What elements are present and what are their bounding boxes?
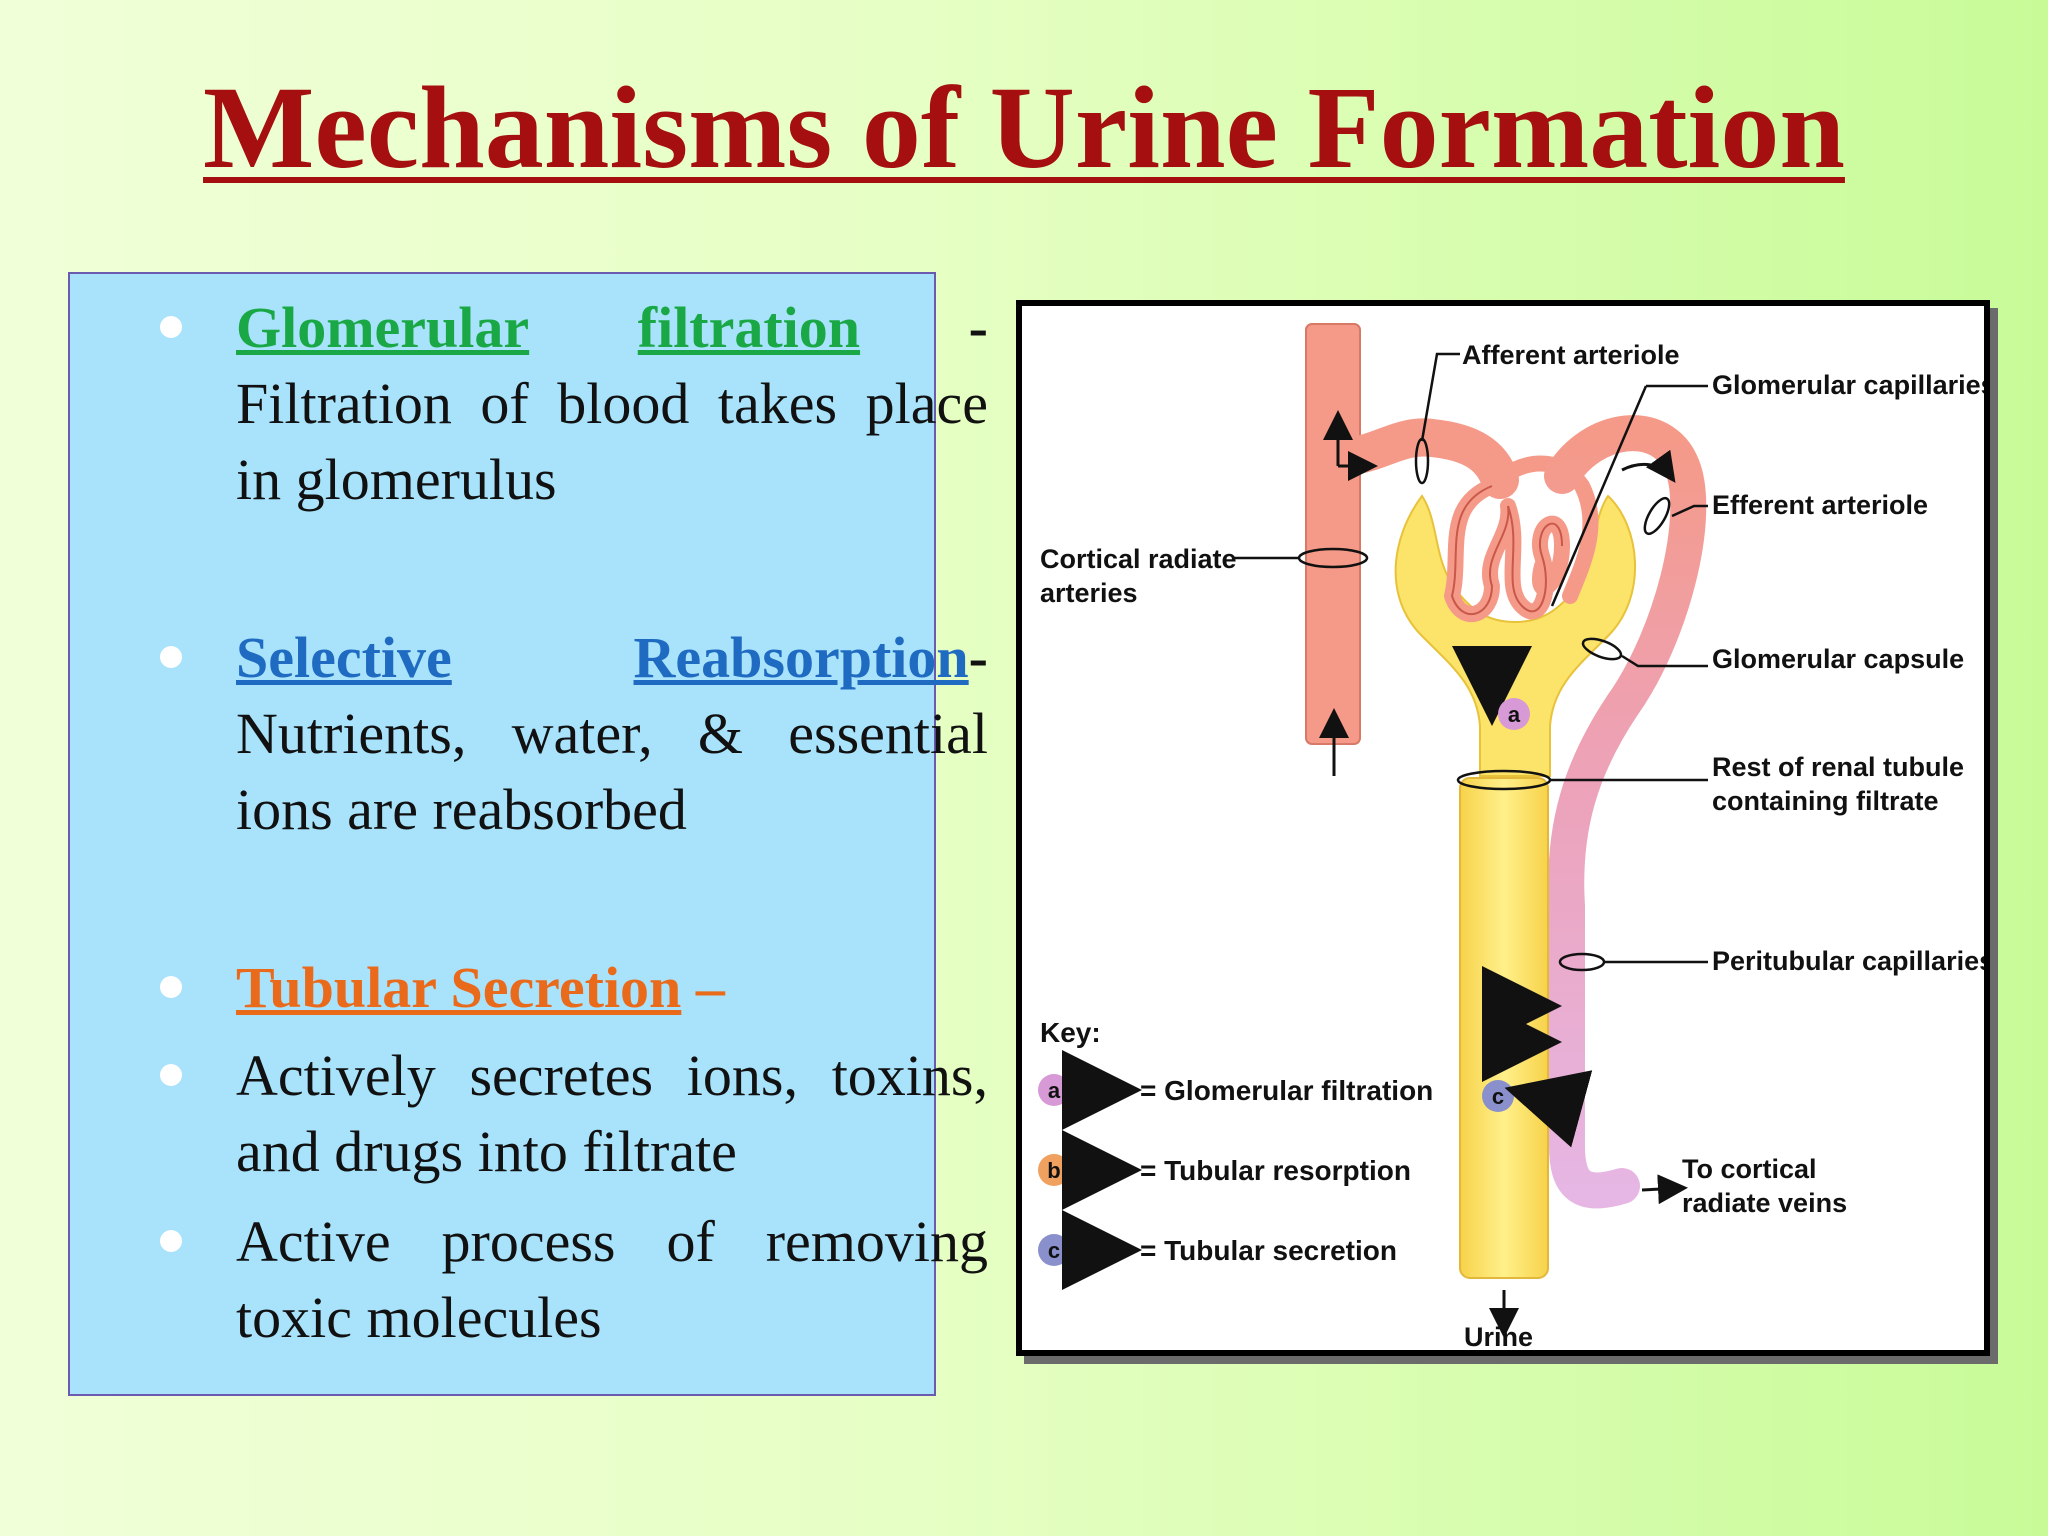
bullet-icon xyxy=(160,1230,182,1252)
key-letter: a xyxy=(1048,1078,1061,1103)
label-to-cortical: To cortical xyxy=(1682,1154,1817,1184)
marker-letter: b xyxy=(1491,986,1504,1011)
cortical-artery xyxy=(1305,323,1361,745)
renal-tubule xyxy=(1459,777,1549,1279)
nephron-svg: a b c Afferent arteriole Glomerular capi… xyxy=(1038,323,1984,1350)
key-label-glomerular-filtration: = Glomerular filtration xyxy=(1140,1075,1433,1106)
label-urine: Urine xyxy=(1464,1322,1533,1350)
label-cortical-radiate: Cortical radiate xyxy=(1040,544,1237,574)
slide-title: Mechanisms of Urine Formation xyxy=(203,62,1845,193)
label-peritubular-capillaries: Peritubular capillaries xyxy=(1712,946,1984,976)
afferent-arteriole xyxy=(1333,418,1519,499)
bullet-icon xyxy=(160,1064,182,1086)
heading-text: Tubular Secretion xyxy=(236,955,682,1020)
heading-separator: – xyxy=(695,955,725,1020)
label-rest-of-renal-tubule: Rest of renal tubule xyxy=(1712,752,1964,782)
key-letter: c xyxy=(1048,1238,1060,1263)
heading-word: Reabsorption xyxy=(633,625,969,690)
heading-word: Selective xyxy=(236,625,452,690)
label-afferent-arteriole: Afferent arteriole xyxy=(1462,340,1680,370)
mechanisms-text-box: Glomerular filtration - Filtration of bl… xyxy=(68,272,988,1396)
key-label-tubular-secretion: = Tubular secretion xyxy=(1140,1235,1397,1266)
marker-letter: c xyxy=(1492,1084,1504,1109)
label-radiate-veins: radiate veins xyxy=(1682,1188,1847,1218)
nephron-diagram: a b c Afferent arteriole Glomerular capi… xyxy=(1016,300,1990,1356)
point-body: Nutrients, water, & essential ions are r… xyxy=(236,701,988,842)
efferent-arteriole xyxy=(1544,415,1707,1209)
heading-word: Glomerular xyxy=(236,295,530,360)
label-arteries: arteries xyxy=(1040,578,1138,608)
point-glomerular-filtration: Glomerular filtration - Filtration of bl… xyxy=(236,290,988,518)
bullet-icon xyxy=(160,646,182,668)
marker-letter: a xyxy=(1508,702,1521,727)
label-containing-filtrate: containing filtrate xyxy=(1712,786,1939,816)
heading-separator: - xyxy=(968,625,988,690)
bullet-icon xyxy=(160,316,182,338)
key-label-tubular-resorption: = Tubular resorption xyxy=(1140,1155,1411,1186)
bullet-icon xyxy=(160,976,182,998)
label-efferent-arteriole: Efferent arteriole xyxy=(1712,490,1928,520)
key-letter: b xyxy=(1047,1158,1060,1183)
label-glomerular-capillaries: Glomerular capillaries xyxy=(1712,370,1984,400)
key-title: Key: xyxy=(1040,1017,1101,1048)
heading-word: filtration xyxy=(637,295,861,360)
label-glomerular-capsule: Glomerular capsule xyxy=(1712,644,1964,674)
point-tubular-secretion: Tubular Secretion – xyxy=(236,950,988,1026)
point-selective-reabsorption: Selective Reabsorption- Nutrients, water… xyxy=(236,620,988,848)
point-actively-secretes: Actively secretes ions, toxins, and drug… xyxy=(236,1043,988,1184)
point-active-process: Active process of removing toxic molecul… xyxy=(236,1209,988,1350)
point-body: Filtration of blood takes place in glome… xyxy=(236,371,988,512)
heading-separator: - xyxy=(968,295,988,360)
